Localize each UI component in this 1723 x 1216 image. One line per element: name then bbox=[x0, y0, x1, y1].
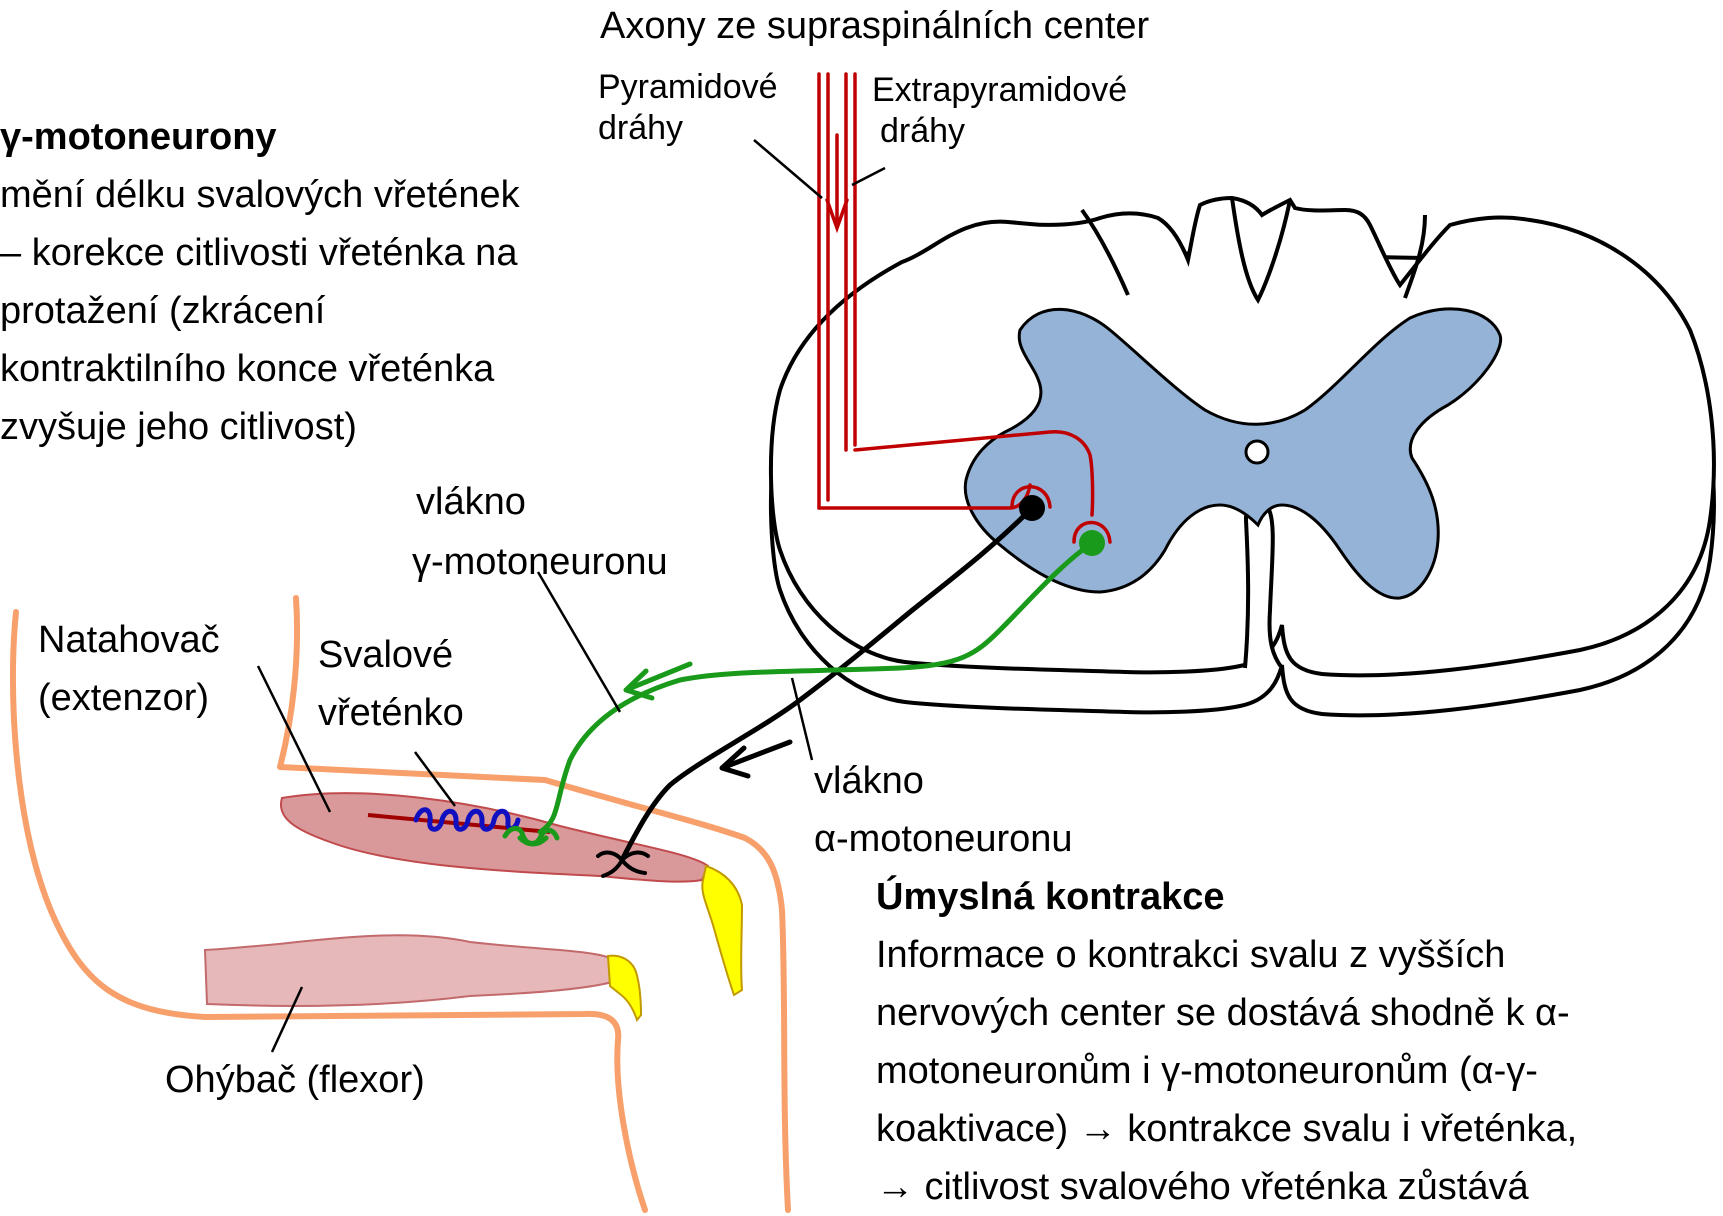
gamma-line-4: kontraktilního konce vřeténka bbox=[0, 340, 520, 398]
pyramidal-label-line-2: dráhy bbox=[598, 108, 778, 149]
extensor-label-line-2: (extenzor) bbox=[38, 669, 220, 727]
contraction-heading: Úmyslná kontrakce bbox=[876, 868, 1577, 926]
spindle-label-line-2: vřeténko bbox=[318, 684, 464, 742]
contraction-line-5: → citlivost svalového vřeténka zůstává bbox=[876, 1158, 1577, 1216]
flexor-tendon bbox=[608, 956, 641, 1020]
gamma-line-3: protažení (zkrácení bbox=[0, 282, 520, 340]
tract-down-arrow bbox=[827, 135, 847, 228]
gamma-line-5: zvyšuje jeho citlivost) bbox=[0, 398, 520, 456]
central-canal bbox=[1246, 441, 1268, 463]
gamma-fiber-label: vlákno γ-motoneuronu bbox=[416, 472, 668, 592]
flexor-label: Ohýbač (flexor) bbox=[165, 1058, 425, 1104]
contraction-line-2: nervových center se dostává shodně k α- bbox=[876, 984, 1577, 1042]
leader-extrapyramidal bbox=[852, 168, 885, 185]
gamma-line-2: – korekce citlivosti vřeténka na bbox=[0, 224, 520, 282]
spindle-label: Svalové vřeténko bbox=[318, 626, 464, 742]
alpha-fiber-label-line-2: α-motoneuronu bbox=[814, 810, 1073, 868]
gamma-fiber-label-line-2: γ-motoneuronu bbox=[412, 532, 668, 592]
alpha-fiber-label-line-1: vlákno bbox=[814, 752, 1073, 810]
leader-pyramidal bbox=[754, 140, 822, 198]
pyramidal-label: Pyramidové dráhy bbox=[598, 67, 778, 149]
contraction-box: Úmyslná kontrakce Informace o kontrakci … bbox=[876, 868, 1577, 1216]
alpha-fiber-label: vlákno α-motoneuronu bbox=[814, 752, 1073, 868]
spinal-cord bbox=[771, 198, 1714, 715]
gamma-heading: γ-motoneurony bbox=[0, 108, 520, 166]
gamma-fiber-label-line-1: vlákno bbox=[416, 472, 668, 532]
flexor-muscle-body bbox=[205, 935, 612, 1006]
flexor-muscle bbox=[205, 935, 641, 1020]
extensor-label: Natahovač (extenzor) bbox=[38, 611, 220, 727]
extrapyramidal-label-line-2: dráhy bbox=[872, 111, 1127, 152]
contraction-line-1: Informace o kontrakci svalu z vyšších bbox=[876, 926, 1577, 984]
header-title: Axony ze supraspinálních center bbox=[600, 4, 1149, 50]
spindle-label-line-1: Svalové bbox=[318, 626, 464, 684]
extensor-tendon bbox=[702, 866, 742, 995]
leader-gamma-fiber bbox=[538, 572, 620, 712]
alpha-arrow bbox=[722, 742, 790, 776]
gamma-box: γ-motoneurony mění délku svalových vřeté… bbox=[0, 108, 520, 456]
extensor-label-line-1: Natahovač bbox=[38, 611, 220, 669]
contraction-line-4: koaktivace) → kontrakce svalu i vřeténka… bbox=[876, 1100, 1577, 1158]
gamma-line-1: mění délku svalových vřetének bbox=[0, 166, 520, 224]
pyramidal-label-line-1: Pyramidové bbox=[598, 67, 778, 108]
extrapyramidal-label: Extrapyramidové dráhy bbox=[872, 70, 1127, 152]
extrapyramidal-label-line-1: Extrapyramidové bbox=[872, 70, 1127, 111]
contraction-line-3: motoneuronům i γ-motoneuronům (α-γ- bbox=[876, 1042, 1577, 1100]
